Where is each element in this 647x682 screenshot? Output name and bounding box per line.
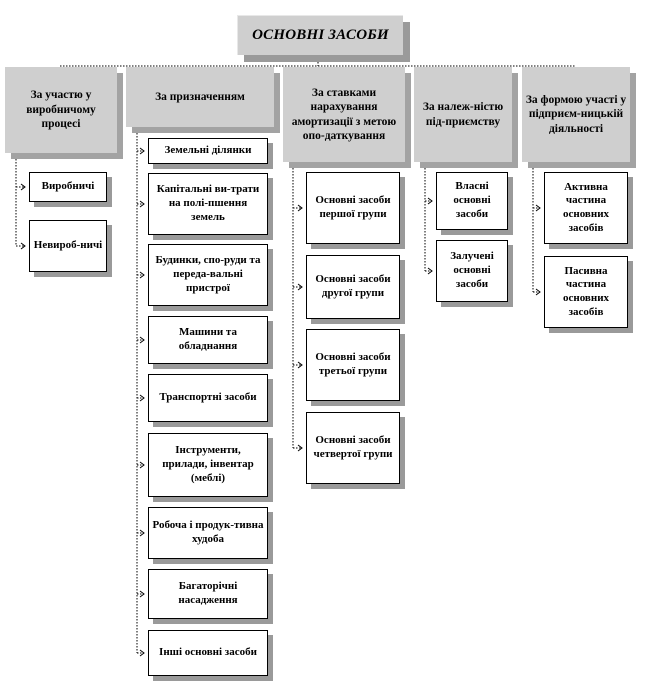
branch-arrow [139, 649, 145, 657]
leaf-land-improvement: Капітальні ви-трати на полі-пшення земел… [148, 173, 268, 235]
leaf-active-part: Активна частина основних засобів [544, 172, 628, 244]
leaf-label: Залучені основні засоби [450, 250, 494, 290]
category-label: За участю у виробничому процесі [26, 89, 96, 131]
category-amortization: За ставками нарахування амортизації з ме… [283, 67, 405, 162]
branch-arrow [139, 590, 145, 598]
leaf-label: Основні засоби третьої групи [315, 351, 391, 377]
branch-arrow [20, 183, 26, 191]
category-label: За призначенням [155, 90, 245, 103]
branch-arrow [20, 242, 26, 250]
leaf-group-2: Основні засоби другої групи [306, 255, 400, 319]
leaf-own-assets: Власні основні засоби [436, 172, 508, 230]
branch-arrow [139, 394, 145, 402]
leaf-label: Капітальні ви-трати на полі-пшення земел… [156, 183, 260, 223]
leaf-group-3: Основні засоби третьої групи [306, 329, 400, 401]
leaf-passive-part: Пасивна частина основних засобів [544, 256, 628, 328]
leaf-label: Робоча і продук-тивна худоба [152, 519, 264, 545]
leaf-tools: Інструменти, прилади, інвентар (меблі) [148, 433, 268, 497]
leaf-label: Основні засоби четвертої групи [313, 434, 393, 460]
leaf-label: Власні основні засоби [453, 180, 491, 220]
leaf-label: Виробничі [41, 180, 95, 193]
leaf-livestock: Робоча і продук-тивна худоба [148, 507, 268, 559]
leaf-label: Машини та обладнання [178, 326, 238, 352]
branch-arrow [139, 529, 145, 537]
category-participation-form: За формою участі у підприєм-ницькій діял… [522, 67, 630, 162]
branch-arrow [297, 444, 303, 452]
root-node: ОСНОВНІ ЗАСОБИ [237, 15, 403, 55]
category-label: За формою участі у підприєм-ницькій діял… [525, 93, 627, 135]
branch-arrow [139, 147, 145, 155]
branch-arrow [535, 288, 541, 296]
leaf-label: Інші основні засоби [159, 646, 257, 659]
category-label: За належ-ністю під-приємству [422, 101, 504, 128]
leaf-buildings: Будинки, спо-руди та переда-вальні прист… [148, 244, 268, 306]
leaf-perennial-plantings: Багаторічні насадження [148, 569, 268, 619]
leaf-label: Земельні ділянки [164, 144, 252, 157]
leaf-label: Основні засоби першої групи [315, 194, 391, 220]
branch-arrow [297, 204, 303, 212]
leaf-group-1: Основні засоби першої групи [306, 172, 400, 244]
root-label: ОСНОВНІ ЗАСОБИ [252, 27, 389, 44]
leaf-label: Багаторічні насадження [178, 580, 238, 606]
leaf-label: Пасивна частина основних засобів [562, 264, 610, 318]
category-label: За ставками нарахування амортизації з ме… [291, 86, 397, 142]
branch-arrow [139, 271, 145, 279]
category-ownership: За належ-ністю під-приємству [414, 67, 512, 162]
leaf-borrowed-assets: Залучені основні засоби [436, 240, 508, 302]
branch-arrow [297, 283, 303, 291]
leaf-group-4: Основні засоби четвертої групи [306, 412, 400, 484]
leaf-label: Інструменти, прилади, інвентар (меблі) [162, 444, 254, 484]
branch-arrow [139, 461, 145, 469]
leaf-land-plots: Земельні ділянки [148, 138, 268, 164]
leaf-production: Виробничі [29, 172, 107, 202]
leaf-non-production: Невироб-ничі [29, 220, 107, 272]
leaf-machinery: Машини та обладнання [148, 316, 268, 364]
branch-arrow [139, 336, 145, 344]
leaf-label: Будинки, спо-руди та переда-вальні прист… [155, 254, 261, 294]
branch-arrow [427, 197, 433, 205]
branch-arrow [427, 267, 433, 275]
leaf-label: Транспортні засоби [159, 391, 257, 404]
branch-arrow [535, 204, 541, 212]
leaf-label: Невироб-ничі [33, 239, 103, 252]
category-participation: За участю у виробничому процесі [5, 67, 117, 153]
leaf-other-assets: Інші основні засоби [148, 630, 268, 676]
leaf-label: Активна частина основних засобів [562, 180, 610, 234]
leaf-vehicles: Транспортні засоби [148, 374, 268, 422]
branch-arrow [139, 200, 145, 208]
category-purpose: За призначенням [126, 67, 274, 127]
branch-arrow [297, 361, 303, 369]
leaf-label: Основні засоби другої групи [315, 273, 391, 299]
